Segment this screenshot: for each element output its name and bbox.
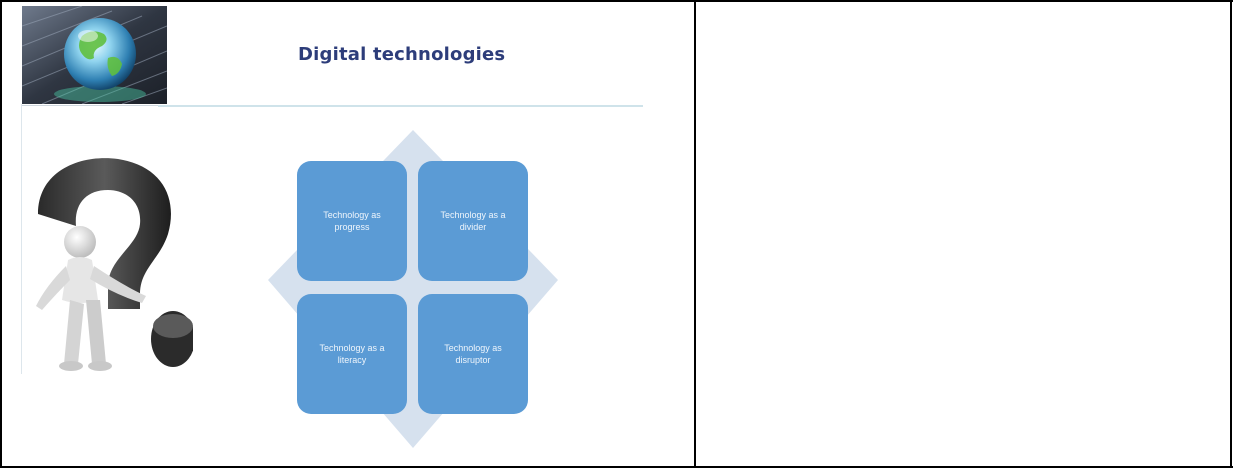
table-border-top <box>0 0 1233 2</box>
slide-left-rule <box>21 104 22 374</box>
tile-label: Technology as a divider <box>440 210 506 232</box>
slide-title: Digital technologies <box>298 44 506 65</box>
table-border-left <box>0 0 2 468</box>
table-border-bottom <box>0 466 1233 468</box>
tile-technology-progress: Technology as progress <box>297 161 407 281</box>
table-cell-divider <box>694 0 696 468</box>
tile-technology-divider: Technology as a divider <box>418 161 528 281</box>
slide-image: Digital technologies <box>8 4 690 464</box>
tile-label: Technology as disruptor <box>444 343 502 365</box>
tile-label: Technology as a literacy <box>319 343 385 365</box>
tile-technology-disruptor: Technology as disruptor <box>418 294 528 414</box>
title-rule <box>158 105 643 107</box>
tile-label: Technology as progress <box>323 210 381 232</box>
title-rule-left <box>22 105 158 106</box>
question-mark-person-image <box>36 158 193 371</box>
table-border-right <box>1230 0 1232 468</box>
globe-keyboard-image <box>22 6 167 104</box>
technology-diagram: Technology as progress Technology as a d… <box>268 130 568 448</box>
tile-technology-literacy: Technology as a literacy <box>297 294 407 414</box>
